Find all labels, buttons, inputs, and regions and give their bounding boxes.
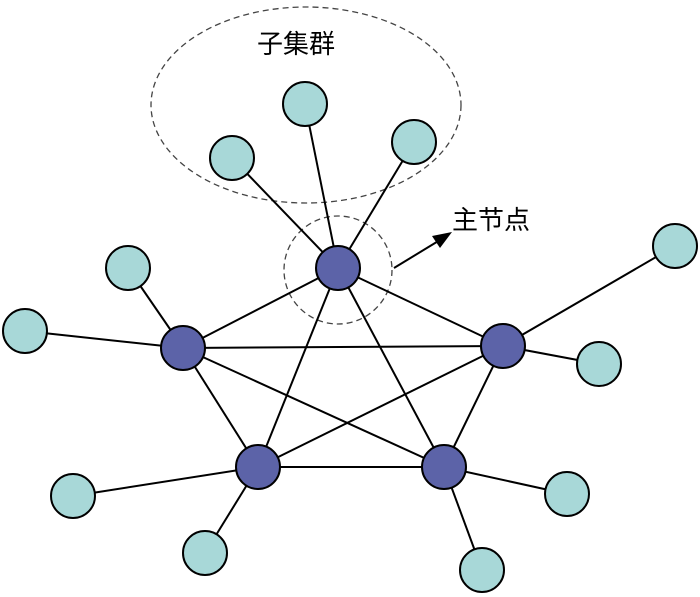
leaf-node (459, 547, 505, 593)
master-node (160, 325, 206, 371)
leaf-edge (72, 466, 259, 497)
leaf-node (209, 135, 255, 181)
master-edge (182, 345, 504, 349)
leaf-edge (231, 157, 339, 269)
leaf-edge (502, 245, 676, 347)
master-node (480, 323, 526, 369)
master-edge (182, 347, 445, 468)
leaf-node (282, 81, 328, 127)
master-node-boundary (283, 215, 393, 325)
master-node-pointer-arrow (393, 239, 441, 269)
master-nodes-group (160, 245, 526, 490)
master-edge (257, 267, 339, 468)
subcluster-label: 子集群 (257, 30, 336, 60)
master-edge (257, 345, 504, 468)
master-edge (182, 347, 259, 468)
leaf-node (50, 473, 96, 519)
master-node (235, 444, 281, 490)
master-node-label: 主节点 (452, 206, 531, 236)
leaf-node (391, 119, 437, 165)
master-edge (337, 267, 504, 347)
leaf-nodes-group (2, 81, 698, 593)
leaf-node (576, 341, 622, 387)
leaf-node (544, 471, 590, 517)
subcluster-boundary (150, 6, 462, 204)
leaf-node (2, 308, 48, 354)
master-node (421, 444, 467, 490)
master-edge (337, 267, 445, 468)
leaf-node (182, 530, 228, 576)
leaf-node (652, 223, 698, 269)
leaf-edge (24, 330, 184, 349)
leaf-node (105, 245, 151, 291)
leaf-edge (337, 141, 415, 269)
leaf-edge (304, 103, 339, 269)
master-edge (182, 267, 339, 349)
master-node (315, 245, 361, 291)
arrowhead (432, 232, 452, 248)
